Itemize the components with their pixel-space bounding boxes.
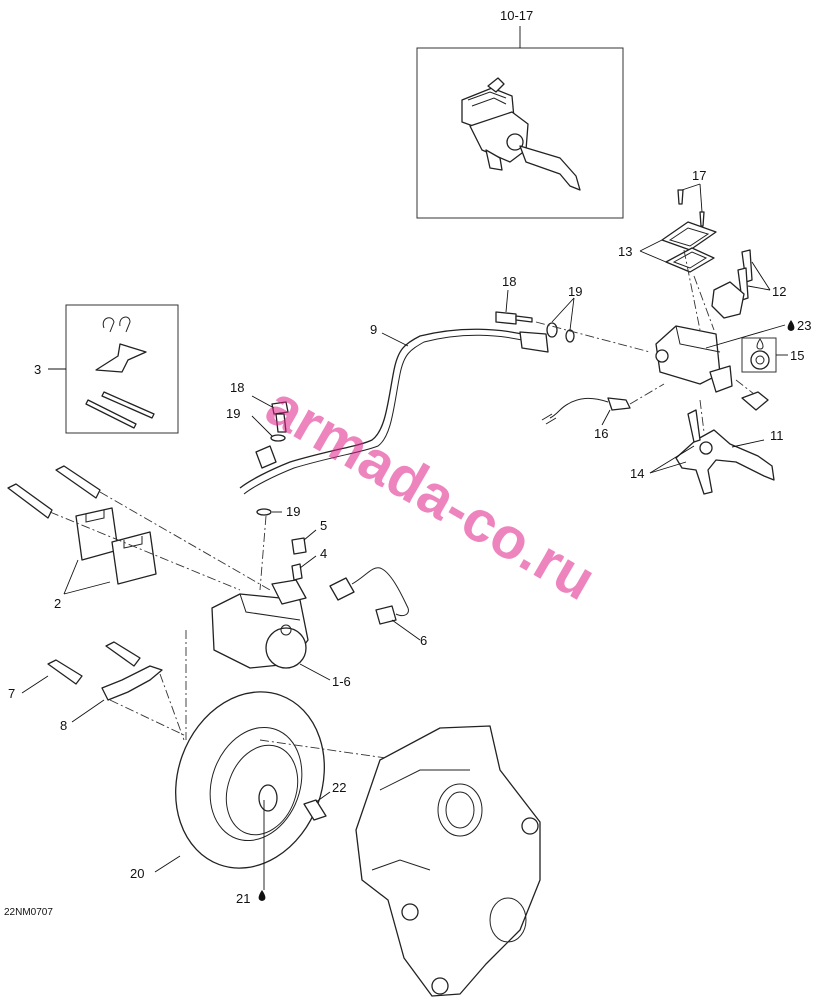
label-13: 13 <box>618 244 632 259</box>
label-16: 16 <box>594 426 608 441</box>
label-1-6: 1-6 <box>332 674 351 689</box>
label-22: 22 <box>332 780 346 795</box>
label-3: 3 <box>34 362 41 377</box>
key <box>303 791 331 821</box>
master-cylinder-exploded <box>541 183 788 495</box>
label-19-lower: 19 <box>286 504 300 519</box>
oil-drop-icon <box>787 320 795 331</box>
brake-disc <box>154 691 401 890</box>
label-17: 17 <box>692 168 706 183</box>
brake-line <box>239 289 651 591</box>
label-23: 23 <box>797 318 811 333</box>
label-2: 2 <box>54 596 61 611</box>
label-11: 11 <box>770 428 784 443</box>
label-7: 7 <box>8 686 15 701</box>
watermark: armada-co.ru <box>256 373 607 613</box>
bracket-assembly <box>21 630 187 741</box>
label-21: 21 <box>236 891 250 906</box>
drawing-code: 22NM0707 <box>4 907 53 918</box>
label-10-17: 10-17 <box>500 8 533 23</box>
label-20: 20 <box>130 866 144 881</box>
brake-caliper <box>211 529 421 681</box>
label-15: 15 <box>790 348 804 363</box>
label-9: 9 <box>370 322 377 337</box>
label-14: 14 <box>630 466 644 481</box>
oil-drop-icon <box>258 890 266 901</box>
label-6: 6 <box>420 633 427 648</box>
label-5: 5 <box>320 518 327 533</box>
callout-labels: 10-17 17 13 12 18 19 9 23 15 3 18 19 16 … <box>4 8 811 918</box>
brake-pads <box>7 465 271 595</box>
master-cylinder-inset <box>416 26 624 219</box>
label-19-left: 19 <box>226 406 240 421</box>
chaincase-housing <box>355 725 541 997</box>
label-18-left: 18 <box>230 380 244 395</box>
label-4: 4 <box>320 546 327 561</box>
label-18-upper: 18 <box>502 274 516 289</box>
drop-outline-icon <box>756 338 764 350</box>
label-8: 8 <box>60 718 67 733</box>
pin-kit-inset <box>48 304 179 434</box>
label-19-upper: 19 <box>568 284 582 299</box>
label-12: 12 <box>772 284 786 299</box>
